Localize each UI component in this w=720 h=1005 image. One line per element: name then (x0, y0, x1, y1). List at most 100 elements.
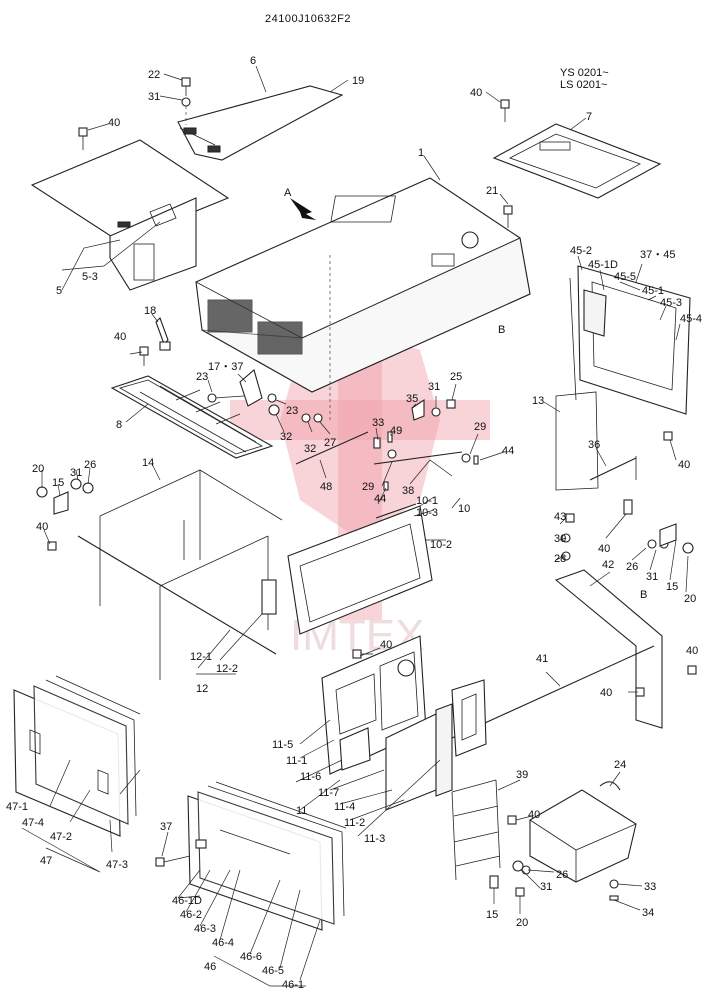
callout-49: 49 (390, 425, 402, 437)
handle-18 (155, 317, 171, 351)
callout-12-2: 12-2 (216, 663, 238, 675)
callout-44-right: 44 (502, 445, 514, 457)
bar-12-1 (77, 535, 277, 655)
callout-39: 39 (516, 769, 528, 781)
callout-31-top: 31 (148, 91, 160, 103)
callout-45-1: 45-1 (642, 285, 664, 297)
callout-25: 25 (450, 371, 462, 383)
callout-15-right: 15 (666, 581, 678, 593)
view-arrow-a (290, 198, 316, 220)
callout-37-45: 37・45 (640, 249, 675, 261)
callout-36: 36 (588, 439, 600, 451)
lower-panel-46 (187, 781, 347, 931)
callout-22: 22 (148, 69, 160, 81)
callout-31-left: 31 (70, 467, 82, 479)
section-label-b-top: B (498, 324, 505, 336)
callout-23-a: 23 (196, 371, 208, 383)
callout-11: 11 (296, 805, 307, 817)
nut-32-b (301, 413, 311, 423)
rod-48 (295, 431, 369, 465)
callout-40-center: 40 (380, 639, 392, 651)
callout-31-upper: 31 (428, 381, 440, 393)
callout-47: 47 (40, 855, 52, 867)
callout-21: 21 (486, 185, 498, 197)
callout-24: 24 (614, 759, 626, 771)
callout-33-box: 33 (644, 881, 656, 893)
callout-38: 38 (402, 485, 414, 497)
callout-8: 8 (116, 419, 122, 431)
callout-46-4: 46-4 (212, 937, 234, 949)
bolt-40-top-left (78, 127, 88, 150)
nut-29-b (461, 453, 471, 463)
callout-1: 1 (418, 147, 424, 159)
callout-11-2: 11-2 (344, 817, 365, 829)
callout-12: 12 (196, 683, 208, 695)
callout-labels: 1 6 19 22 31 40 40 7 21 5 5-3 18 40 17・3… (6, 55, 702, 991)
callout-40-right-mid: 40 (598, 543, 610, 555)
hood-grille (207, 299, 303, 355)
serial-note-ys: YS 0201~ (560, 67, 609, 79)
section-label-b-bottom: B (640, 589, 647, 601)
right-door-45 (569, 265, 691, 415)
callout-13: 13 (532, 395, 544, 407)
bolt-40-top-right (500, 99, 510, 122)
callout-30: 30 (554, 533, 566, 545)
callout-43: 43 (554, 511, 566, 523)
callout-40-top-left: 40 (108, 117, 120, 129)
drawing-number: 24100J10632F2 (265, 13, 351, 25)
callout-46-3: 46-3 (194, 923, 216, 935)
washer-31 (181, 97, 191, 107)
callout-45-10: 45-1D (588, 259, 618, 271)
callout-44-left: 44 (374, 493, 386, 505)
callout-27: 27 (324, 437, 336, 449)
callout-48: 48 (320, 481, 332, 493)
left-panel-47 (13, 675, 141, 837)
callout-31-step: 31 (540, 881, 552, 893)
callout-5-3: 5-3 (82, 271, 98, 283)
right-top-panel (492, 123, 662, 199)
serial-note-ls: LS 0201~ (560, 79, 607, 91)
callout-37: 37 (160, 821, 172, 833)
callout-12-1: 12-1 (190, 651, 212, 663)
right-bracket-13 (555, 391, 637, 491)
gas-spring-38 (373, 451, 463, 465)
pin-44-a (473, 455, 479, 465)
main-hood (195, 177, 531, 393)
callout-46-6: 46-6 (240, 951, 262, 963)
left-top-plate (30, 139, 230, 291)
callout-40-step: 40 (528, 809, 540, 821)
callout-20-step: 20 (516, 917, 528, 929)
bracket-35 (411, 398, 425, 421)
latch-17-37 (207, 369, 263, 407)
front-grille-8 (110, 375, 274, 459)
hardware-left-frame (36, 478, 94, 551)
washer-31-upper (431, 407, 441, 417)
hardware-39 (489, 815, 531, 897)
washer-27 (313, 413, 323, 423)
callout-20-right: 20 (684, 593, 696, 605)
callout-11-5: 11-5 (272, 739, 293, 751)
callout-18: 18 (144, 305, 156, 317)
callout-46-10: 46-1D (172, 895, 202, 907)
top-cover-plate (177, 85, 344, 161)
bracket-33 (373, 437, 381, 449)
callout-23-b: 23 (286, 405, 298, 417)
callout-10-1: 10-1 (416, 495, 438, 507)
callout-28: 28 (554, 553, 566, 565)
callout-29-left: 29 (362, 481, 374, 493)
callout-17-37: 17・37 (208, 361, 243, 373)
callout-26-right: 26 (626, 561, 638, 573)
callout-26-step: 26 (556, 869, 568, 881)
pin-49 (387, 431, 393, 443)
callout-40-grille: 40 (114, 331, 126, 343)
callout-10-2: 10-2 (430, 539, 452, 551)
callout-47-1: 47-1 (6, 801, 28, 813)
callout-15-step: 15 (486, 909, 498, 921)
leader-lines (21, 65, 689, 987)
bolt-21 (503, 205, 513, 228)
callout-32-b: 32 (304, 443, 316, 455)
nut-29-a (387, 449, 397, 459)
callout-40-right-upper: 40 (678, 459, 690, 471)
callout-42: 42 (602, 559, 614, 571)
